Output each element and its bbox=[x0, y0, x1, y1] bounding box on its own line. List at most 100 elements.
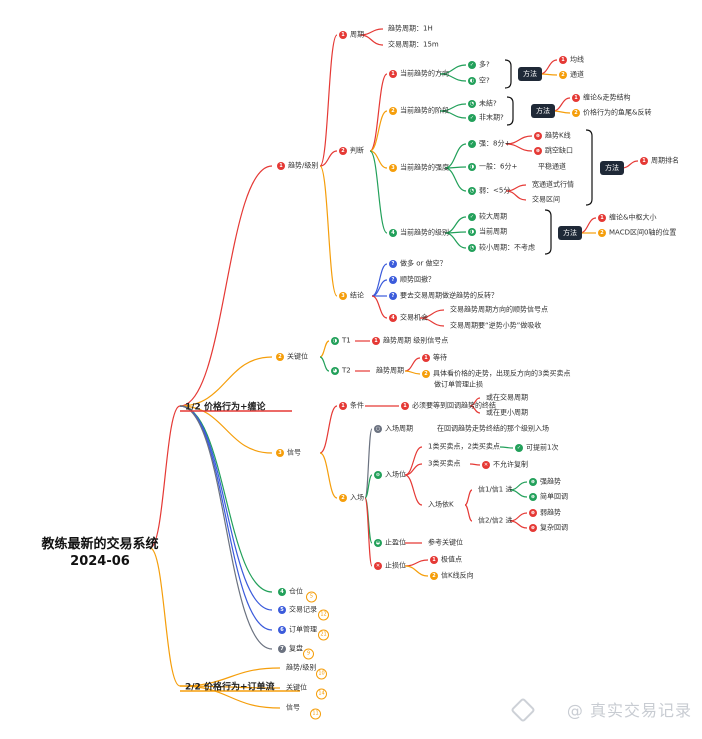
node-ep3b2[interactable]: 复杂回调 bbox=[540, 523, 568, 532]
method-tag[interactable]: 方法 bbox=[558, 226, 582, 240]
node-ep1a[interactable]: 可提前1次 bbox=[526, 443, 559, 452]
node-tp-desc[interactable]: 参考关键位 bbox=[428, 538, 463, 547]
node-cond-b[interactable]: 或在更小周期 bbox=[486, 408, 528, 417]
collapsed-count-badge[interactable]: 9 bbox=[303, 648, 314, 660]
node-not-end[interactable]: 未結? bbox=[479, 99, 497, 108]
node-c4b[interactable]: 交易周期要“逆势小势”做吸收 bbox=[450, 321, 542, 330]
node-weak[interactable]: 弱：<5分 bbox=[479, 186, 511, 195]
node-c3[interactable]: 要去交易周期做逆趋势的反转？ bbox=[400, 291, 498, 300]
method-tag[interactable]: 方法 bbox=[531, 104, 555, 118]
node-q-dir[interactable]: 当前趋势的方向 bbox=[400, 69, 449, 78]
node-ep3a[interactable]: 信1/信1 进 bbox=[478, 485, 513, 494]
collapsed-count-badge[interactable]: 12 bbox=[318, 609, 329, 621]
node-channel[interactable]: 通道 bbox=[570, 70, 584, 79]
node-strong[interactable]: 强：8分+ bbox=[479, 139, 511, 148]
node-entry[interactable]: 入场 bbox=[350, 493, 364, 502]
node-ep3b1[interactable]: 弱趋势 bbox=[540, 508, 561, 517]
node-ep3b[interactable]: 信2/信2 进 bbox=[478, 516, 513, 525]
node-ob1[interactable]: 趋势/级别 bbox=[286, 663, 317, 672]
node-ep2a[interactable]: 不允许复制 bbox=[493, 460, 528, 469]
node-marker-icon: ⊙ bbox=[374, 471, 382, 479]
node-short[interactable]: 空? bbox=[479, 76, 490, 85]
node-c4a[interactable]: 交易趋势周期方向的顺势信号点 bbox=[450, 305, 548, 314]
node-cond-desc[interactable]: 必须要等到回调趋势的终结 bbox=[412, 401, 496, 410]
node-chan-mid[interactable]: 缠论&中枢大小 bbox=[609, 213, 657, 222]
node-ep2[interactable]: 3类买卖点 bbox=[428, 459, 461, 468]
node-ob2[interactable]: 关键位 bbox=[286, 683, 307, 692]
node-sl[interactable]: 止损位 bbox=[385, 561, 406, 570]
node-t1-desc[interactable]: 趋势周期 级别信号点 bbox=[383, 336, 449, 345]
node-c2[interactable]: 顺势回撤？ bbox=[400, 275, 435, 284]
node-gap-pullback[interactable]: 跳空缺口 bbox=[545, 146, 573, 155]
node-c1[interactable]: 做多 or 做空？ bbox=[400, 259, 447, 268]
collapsed-count-badge[interactable]: 10 bbox=[316, 668, 327, 680]
node-medium[interactable]: 一般：6分+ bbox=[479, 162, 518, 171]
node-tp[interactable]: 止盈位 bbox=[385, 538, 406, 547]
node-marker-icon: ◐ bbox=[468, 77, 476, 85]
node-trend[interactable]: 趋势/级别 bbox=[288, 161, 319, 170]
node-period[interactable]: 周期 bbox=[350, 30, 364, 39]
connector-line bbox=[179, 685, 281, 709]
node-sl2[interactable]: 信K线反向 bbox=[441, 571, 474, 580]
node-ob3[interactable]: 信号 bbox=[286, 703, 300, 712]
node-keypos[interactable]: 关键位 bbox=[287, 352, 308, 361]
node-ep3[interactable]: 入场依K bbox=[428, 500, 454, 509]
node-order[interactable]: 订单管理 bbox=[289, 625, 317, 634]
node-t2c[interactable]: 做订单管理止损 bbox=[434, 380, 483, 389]
node-entry-pos[interactable]: 入场位 bbox=[385, 470, 406, 479]
collapsed-count-badge[interactable]: 21 bbox=[318, 629, 329, 641]
node-q-stage[interactable]: 当前趋势的阶段 bbox=[400, 106, 449, 115]
node-smooth[interactable]: 平稳通道 bbox=[538, 162, 566, 171]
branch-price-action-chan[interactable]: 1/2 价格行为+缠论 bbox=[185, 402, 266, 413]
collapsed-count-badge[interactable]: 14 bbox=[316, 688, 327, 700]
node-small[interactable]: 较小周期：不考虑 bbox=[479, 243, 535, 252]
node-judge[interactable]: 判断 bbox=[350, 146, 364, 155]
node-c4[interactable]: 交易机会 bbox=[400, 313, 428, 322]
node-trade-range[interactable]: 交易区间 bbox=[532, 195, 560, 204]
node-k-trend[interactable]: 趋势K线 bbox=[545, 131, 571, 140]
node-conclusion[interactable]: 结论 bbox=[350, 291, 364, 300]
node-t2b[interactable]: 具体看价格的走势，出现反方向的3类买卖点 bbox=[433, 369, 571, 378]
connector-line bbox=[179, 405, 273, 593]
node-sl1[interactable]: 极值点 bbox=[441, 555, 462, 564]
node-ep1[interactable]: 1类买卖点，2类买卖点 bbox=[428, 442, 500, 451]
node-marker-icon: ⊕ bbox=[534, 147, 542, 155]
node-trade-period[interactable]: 交易周期：15m bbox=[388, 40, 439, 49]
node-ep3a2[interactable]: 简单回调 bbox=[540, 492, 568, 501]
node-price-fish[interactable]: 价格行为的鱼尾&反转 bbox=[583, 108, 652, 117]
node-t2a[interactable]: 等待 bbox=[433, 353, 447, 362]
node-chan-struct[interactable]: 缠论&走势结构 bbox=[583, 93, 631, 102]
node-cond[interactable]: 条件 bbox=[350, 401, 364, 410]
collapsed-count-badge[interactable]: 5 bbox=[306, 591, 317, 603]
node-trend-period[interactable]: 趋势周期：1H bbox=[388, 24, 433, 33]
node-t2-desc[interactable]: 趋势周期 bbox=[376, 366, 404, 375]
node-q-strength[interactable]: 当前趋势的强度 bbox=[400, 163, 449, 172]
node-q-level[interactable]: 当前趋势的级别 bbox=[400, 228, 449, 237]
node-pos[interactable]: 仓位 bbox=[289, 587, 303, 596]
node-macd[interactable]: MACD区间0轴的位置 bbox=[609, 228, 677, 237]
node-t1[interactable]: T1 bbox=[342, 336, 351, 345]
node-wide-channel[interactable]: 宽通道式行情 bbox=[532, 180, 574, 189]
connector-line bbox=[404, 463, 423, 476]
node-t2[interactable]: T2 bbox=[342, 366, 351, 375]
node-marker-icon: ◕ bbox=[331, 367, 339, 375]
node-ma[interactable]: 均线 bbox=[570, 55, 584, 64]
node-big[interactable]: 较大周期 bbox=[479, 212, 507, 221]
node-entry-period-desc[interactable]: 在回调趋势走势终结的那个级别入场 bbox=[437, 424, 549, 433]
node-rank-score[interactable]: 周期排名 bbox=[651, 156, 679, 165]
root-title[interactable]: 教练最新的交易系统 2024-06 bbox=[20, 536, 180, 570]
method-tag[interactable]: 方法 bbox=[600, 161, 624, 175]
node-long[interactable]: 多? bbox=[479, 60, 490, 69]
node-near-end[interactable]: 非末期? bbox=[479, 113, 504, 122]
node-current[interactable]: 当前周期 bbox=[479, 227, 507, 236]
node-record[interactable]: 交易记录 bbox=[289, 605, 317, 614]
node-cond-a[interactable]: 或在交易周期 bbox=[486, 393, 528, 402]
node-marker-icon: ◑ bbox=[468, 228, 476, 236]
node-review[interactable]: 复盘 bbox=[289, 644, 303, 653]
method-tag[interactable]: 方法 bbox=[518, 67, 542, 81]
collapsed-count-badge[interactable]: 11 bbox=[310, 708, 321, 720]
node-ep3a1[interactable]: 强趋势 bbox=[540, 477, 561, 486]
node-signal[interactable]: 信号 bbox=[287, 448, 301, 457]
node-entry-period[interactable]: 入场周期 bbox=[385, 424, 413, 433]
branch-price-action-orderflow[interactable]: 2/2 价格行为+订单流 bbox=[185, 682, 275, 693]
